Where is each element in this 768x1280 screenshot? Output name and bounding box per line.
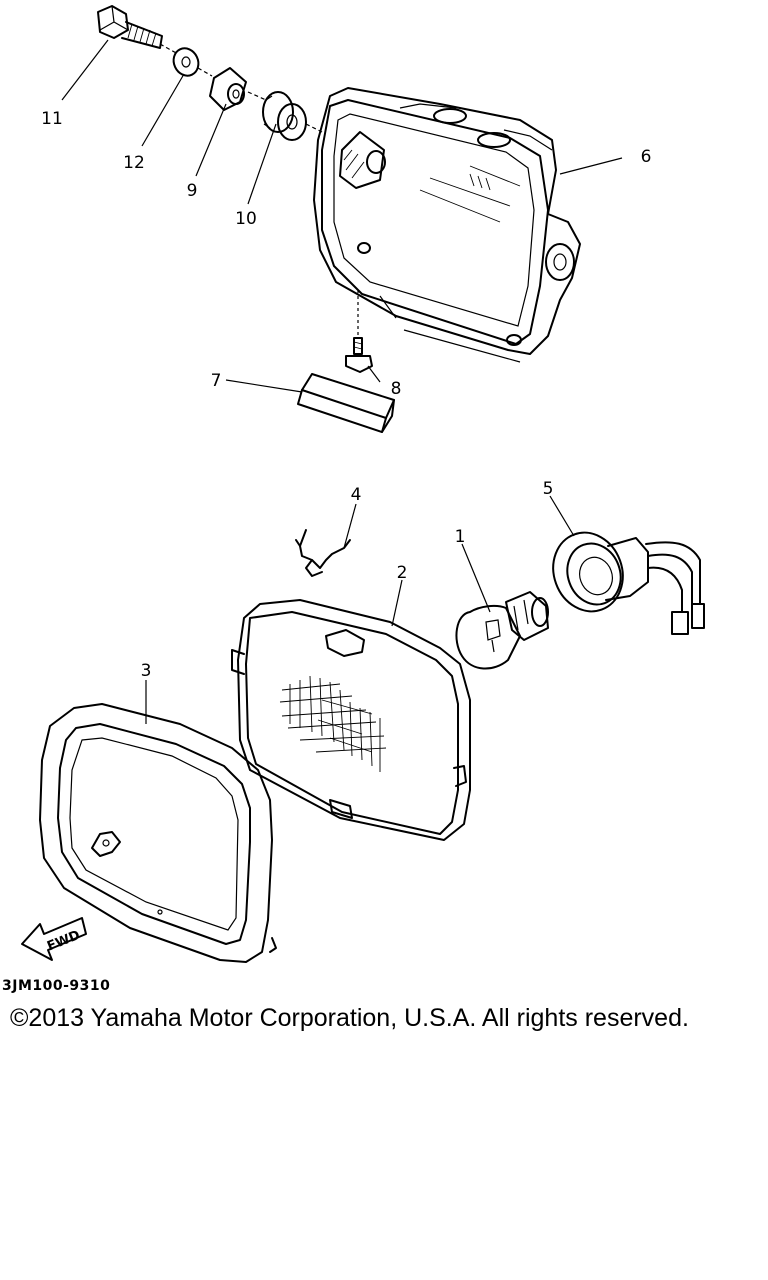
label-part-12: 12 (123, 153, 145, 173)
bolt-part-11 (97, 5, 163, 49)
fwd-arrow-icon: FWD (21, 917, 87, 961)
grommet-part-10 (262, 91, 307, 141)
headlight-exploded-diagram: FWD 11 12 9 10 6 7 8 4 5 1 2 3 (21, 5, 705, 963)
part-number-labels: 11 12 9 10 6 7 8 4 5 1 2 3 (41, 109, 651, 681)
label-part-3: 3 (141, 661, 152, 681)
label-part-1: 1 (455, 527, 466, 547)
label-part-8: 8 (391, 379, 402, 399)
label-part-11: 11 (41, 109, 63, 129)
lens-unit-part-2 (231, 599, 471, 841)
label-part-5: 5 (543, 479, 554, 499)
block-part-7 (297, 373, 395, 433)
copyright-notice: ©2013 Yamaha Motor Corporation, U.S.A. A… (10, 1004, 689, 1032)
label-part-10: 10 (235, 209, 257, 229)
bulb-part-1 (455, 591, 549, 670)
rim-part-3 (39, 703, 277, 963)
screw-part-8 (345, 290, 373, 373)
socket-part-5 (552, 531, 705, 635)
diagram-code: 3JM100-9310 (2, 978, 111, 994)
washer-part-12 (172, 47, 200, 77)
leader-lines (61, 39, 623, 724)
label-part-2: 2 (397, 563, 408, 583)
label-part-9: 9 (187, 181, 198, 201)
label-part-6: 6 (641, 147, 652, 167)
label-part-4: 4 (351, 485, 362, 505)
collar-part-9 (209, 67, 247, 111)
housing-part-6 (313, 87, 581, 363)
spring-clip-part-4 (295, 529, 351, 577)
label-part-7: 7 (211, 371, 222, 391)
